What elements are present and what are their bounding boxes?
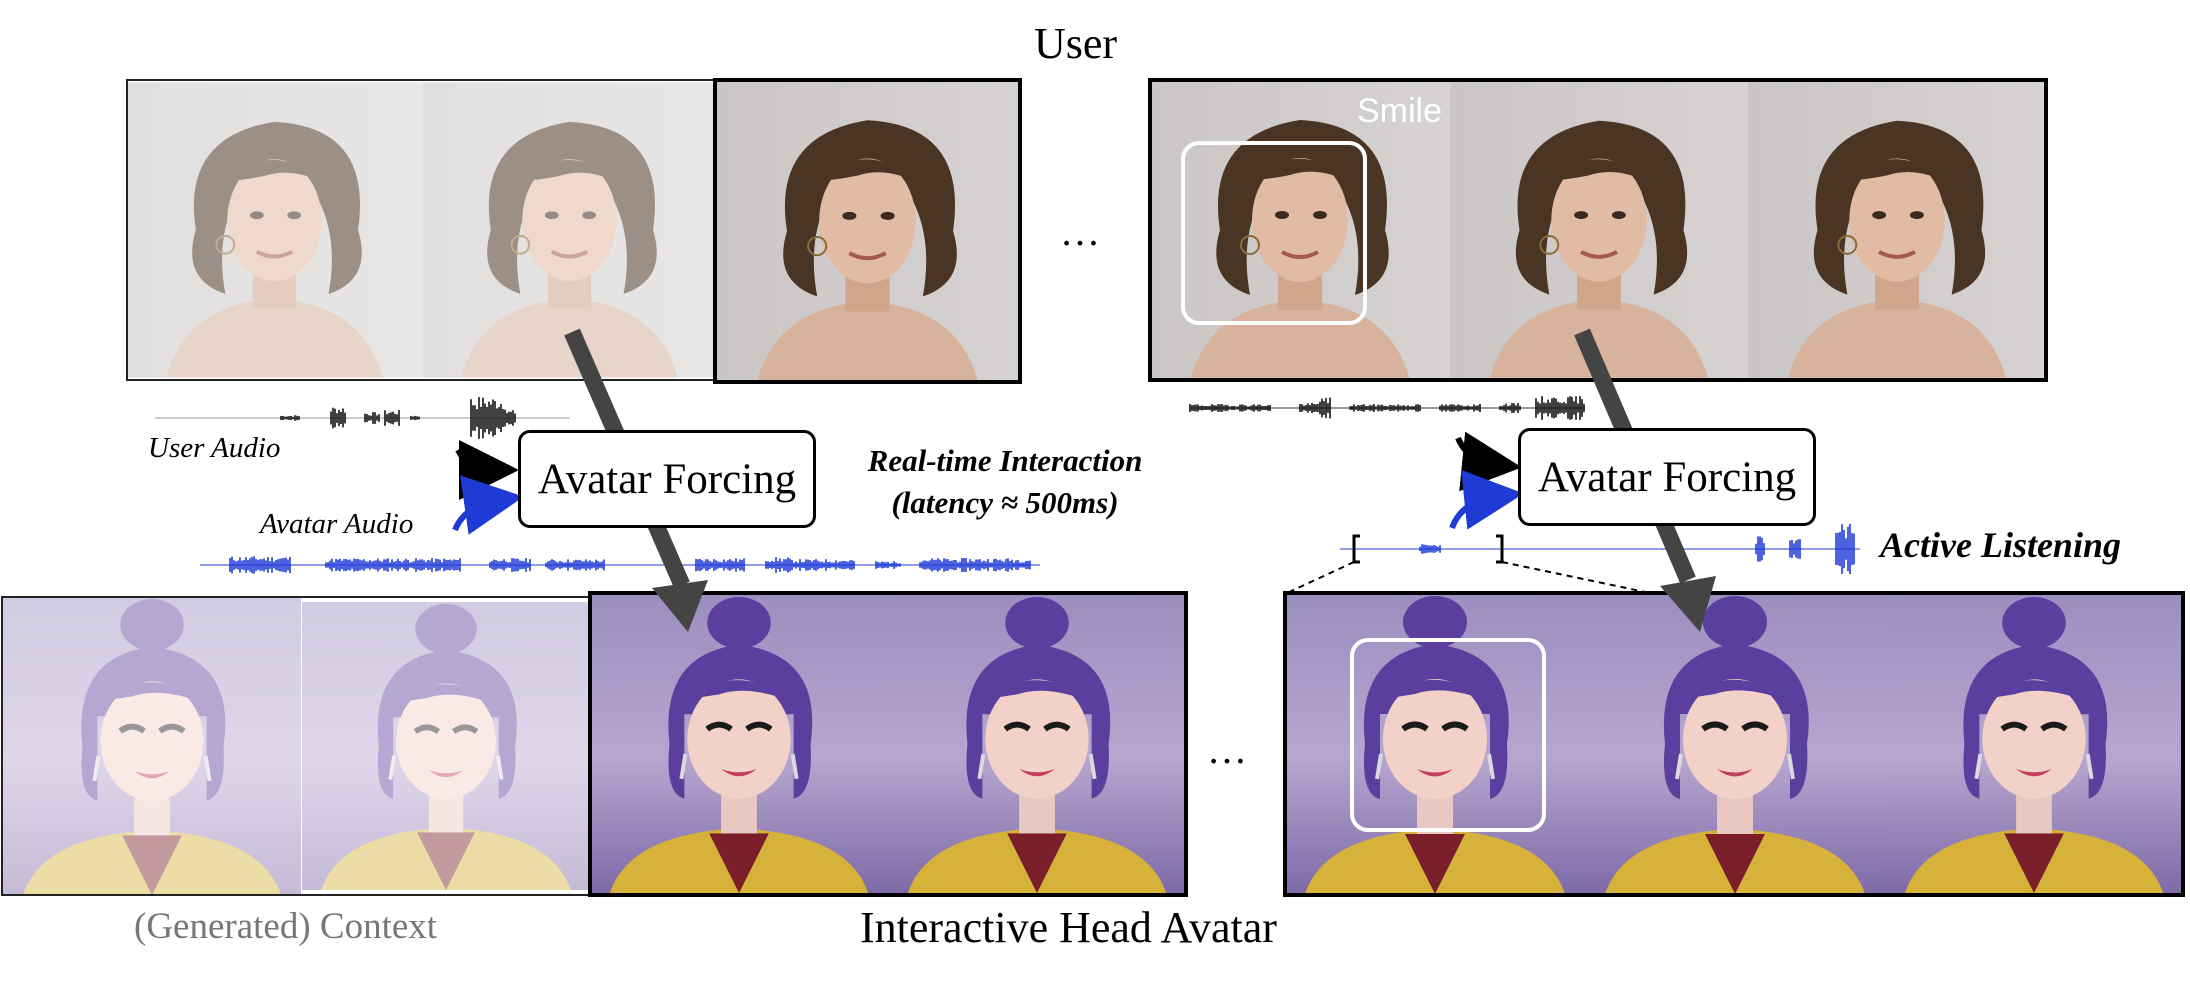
active-listening-label: Active Listening (1880, 525, 2121, 565)
avatar-frame-listening-3 (1885, 595, 2183, 893)
ellipsis-top: … (1060, 209, 1100, 254)
context-label: (Generated) Context (134, 906, 438, 947)
user-frames-left (126, 78, 1022, 384)
realtime-interaction-label: Real-time Interaction (latency ≈ 500ms) (840, 440, 1170, 524)
avatar-frame-generated-1 (590, 595, 888, 893)
realtime-line-1: Real-time Interaction (867, 443, 1143, 478)
user-audio-label: User Audio (148, 432, 281, 464)
avatar-generated-border (588, 591, 1188, 897)
avatar-waveform-left (229, 556, 1031, 574)
interactive-head-avatar-title: Interactive Head Avatar (860, 903, 1277, 952)
user-frames-right (1148, 78, 2048, 382)
user-frame-current (717, 80, 1019, 382)
avatar-frames-right (1283, 591, 2185, 897)
avatar-frame-listening-2 (1585, 594, 1885, 894)
user-frame-smile-2 (1450, 80, 1748, 380)
user-frame-context-1 (127, 80, 422, 380)
curved-arrow-icon (452, 475, 524, 535)
curved-arrow-icon (455, 439, 519, 500)
user-current-border (713, 78, 1022, 384)
avatar-audio-label: Avatar Audio (260, 508, 414, 540)
avatar-frame-generated-2 (888, 595, 1186, 893)
avatar-frames-left (1, 591, 1188, 897)
audio-waveforms (155, 396, 1860, 574)
avatar-waveform-right (1419, 524, 1855, 574)
avatar-forcing-box-right: Avatar Forcing (1518, 428, 1816, 526)
avatar-right-border (1283, 591, 2185, 897)
smile-label: Smile (1357, 92, 1443, 130)
user-title: User (1034, 19, 1118, 68)
listening-bracket (1286, 534, 1651, 594)
realtime-line-2: (latency ≈ 500ms) (891, 485, 1119, 520)
avatar-forcing-box-left: Avatar Forcing (518, 430, 816, 528)
listening-highlight-box (1350, 638, 1546, 832)
user-waveform-right (1189, 396, 1585, 420)
user-waveform-left (280, 397, 516, 439)
smile-highlight-box (1181, 141, 1367, 325)
ellipsis-bottom: … (1207, 727, 1247, 772)
user-frame-smile-3 (1748, 80, 2046, 380)
curved-arrow-icon (1449, 469, 1524, 530)
avatar-context-frames (3, 597, 590, 895)
curved-arrow-icon (1455, 431, 1522, 492)
